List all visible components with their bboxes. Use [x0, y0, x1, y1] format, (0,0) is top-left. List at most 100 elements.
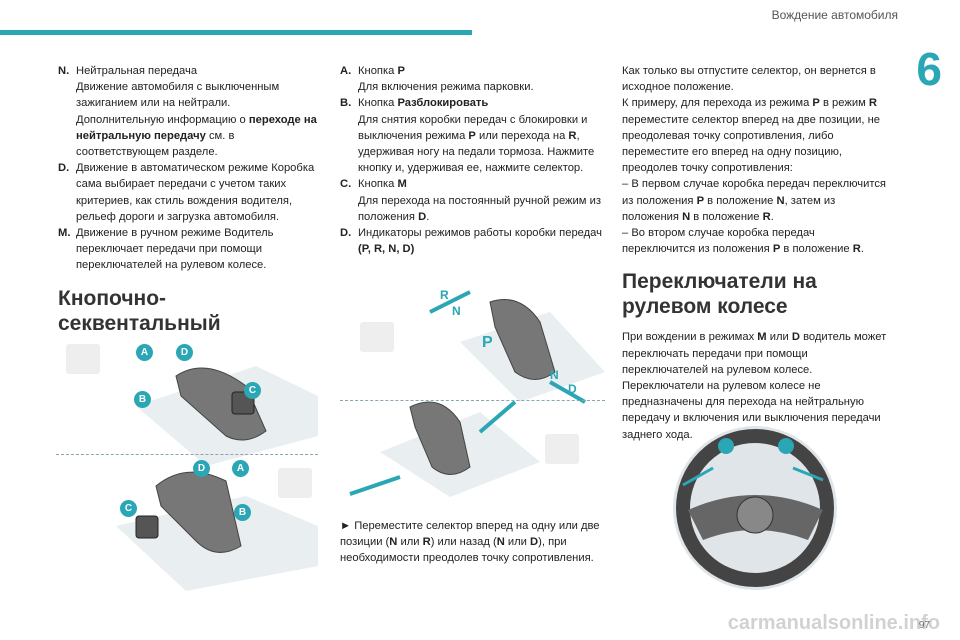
steering-wheel-icon [545, 434, 579, 464]
item-m: M. Движение в ручном режиме Водитель пер… [58, 225, 320, 274]
instruction-block: ► Переместите селектор вперед на одну ил… [340, 518, 605, 567]
gear-letter: R [762, 210, 771, 223]
item-key: D. [340, 227, 352, 240]
item-text: Движение в ручном режиме Водитель перекл… [76, 227, 274, 272]
gear-letter: P [696, 194, 705, 207]
callout-a: A [136, 344, 153, 361]
item-bold: P [468, 129, 476, 142]
callout-b: B [134, 391, 151, 408]
callout-d: D [193, 460, 210, 477]
section-title-paddles: Переключатели на рулевом колесе [622, 270, 817, 319]
header-title: Вождение автомобиля [771, 8, 898, 22]
divider [340, 400, 605, 401]
callout-c: C [244, 382, 261, 399]
column-3: Как только вы отпустите селектор, он вер… [622, 63, 890, 443]
paragraph: Как только вы отпустите селектор, он вер… [622, 65, 876, 94]
instruction-text: ) или назад ( [430, 536, 497, 549]
selector-figure: A D C B D A C B [56, 336, 318, 596]
item-title: Кнопка [358, 178, 395, 191]
instruction-text: ), при необходимости преодолев точку соп… [340, 536, 594, 565]
page-number: 97 [918, 620, 930, 631]
gear-letter: R [852, 243, 861, 256]
paragraph: При вождении в режимах M или D водитель … [622, 329, 890, 378]
item-n: N. Нейтральная передача Движение автомоб… [58, 63, 320, 160]
item-key: A. [340, 65, 352, 77]
item-title: Кнопка [358, 65, 395, 77]
item-key: N. [58, 65, 70, 77]
item-b: B. Кнопка Разблокировать Для снятия коро… [340, 95, 605, 176]
item-text: . [426, 210, 430, 223]
callout-b: B [234, 504, 251, 521]
item-text: Для включения режима парковки. [358, 81, 534, 94]
gear-illustration [349, 290, 605, 497]
item-line: Нейтральная передача [76, 65, 198, 77]
item-text: или перехода на [478, 129, 566, 142]
item-title: Кнопка [358, 97, 395, 110]
text: или [769, 331, 789, 344]
item-d-indicators: D. Индикаторы режимов работы коробки пер… [340, 225, 605, 257]
gear-letter: R [868, 97, 877, 110]
column-2: A. Кнопка P Для включения режима парковк… [340, 63, 605, 257]
text: в положение [783, 243, 850, 256]
gear-letter: D [530, 536, 539, 549]
text: . [770, 210, 774, 223]
item-text: Движение в автоматическом режиме Коробка… [76, 162, 315, 223]
gear-letter: N [776, 194, 785, 207]
selector-illustration [56, 336, 318, 596]
text: – Во втором случае коробка передач перек… [622, 227, 815, 256]
item-line: Движение автомобиля с выключенным [76, 81, 280, 94]
item-bold: Разблокировать [397, 97, 489, 110]
item-key: B. [340, 97, 352, 110]
item-c: C. Кнопка M Для перехода на постоянный р… [340, 176, 605, 225]
chapter-number: 6 [916, 43, 942, 95]
gear-label-p: P [482, 334, 493, 351]
instruction-text: или [397, 536, 423, 549]
divider [56, 454, 318, 455]
text: , затем из положения [622, 194, 836, 223]
item-text: , удерживая ногу на педали тормоза. Нажм… [358, 129, 595, 175]
instruction-text: Переместите селектор вперед на одну или … [340, 520, 600, 549]
gear-letter: N [389, 536, 398, 549]
steering-wheel-figure [668, 420, 843, 600]
item-bold: R [568, 129, 577, 142]
item-d: D. Движение в автоматическом режиме Коро… [58, 160, 320, 225]
gear-letter: N [496, 536, 505, 549]
paragraph: Переключатели на рулевом колесе не предн… [622, 380, 881, 441]
gear-label-r: R [440, 288, 449, 302]
gear-label-n: N [550, 368, 559, 382]
text: в положение [693, 210, 760, 223]
text: водитель может переключать передачи при … [622, 331, 887, 376]
item-line: см. в соответствующем разделе. [76, 129, 235, 159]
gear-letter: P [812, 97, 820, 110]
item-bold: (P, R, N, D) [358, 243, 415, 256]
callout-d: D [176, 344, 193, 361]
gear-label-d: D [568, 382, 577, 396]
text: в режим [823, 97, 866, 110]
gear-letter: P [772, 243, 781, 256]
item-line: зажиганием или на нейтрали. [76, 97, 231, 110]
text: переместите селектор вперед на две позиц… [622, 113, 880, 175]
item-bold: P [397, 65, 405, 77]
gear-letter: N [682, 210, 691, 223]
item-bold: M [397, 178, 407, 191]
callout-a: A [232, 460, 249, 477]
gear-letter: R [422, 536, 431, 549]
gear-letter: M [757, 331, 767, 344]
gear-label-n: N [452, 304, 461, 318]
dash-item: – Во втором случае коробка передач перек… [622, 225, 890, 257]
paragraph: К примеру, для перехода из режима P в ре… [622, 95, 890, 176]
steering-wheel-illustration [673, 426, 837, 590]
gear-letter: D [791, 331, 800, 344]
item-text: Для перехода на постоянный ручной режим … [358, 194, 601, 223]
callout-c: C [120, 500, 137, 517]
steering-wheel-icon [360, 322, 394, 352]
item-key: C. [340, 178, 352, 191]
item-a: A. Кнопка P Для включения режима парковк… [340, 63, 605, 95]
item-bold: D [418, 210, 427, 223]
instruction-text: или [504, 536, 531, 549]
item-line: Дополнительную информацию о [76, 113, 246, 126]
text: При вождении в режимах [622, 331, 755, 344]
column-1: N. Нейтральная передача Движение автомоб… [58, 63, 320, 371]
text: К примеру, для перехода из режима [622, 97, 810, 110]
header-accent-bar [0, 30, 472, 35]
